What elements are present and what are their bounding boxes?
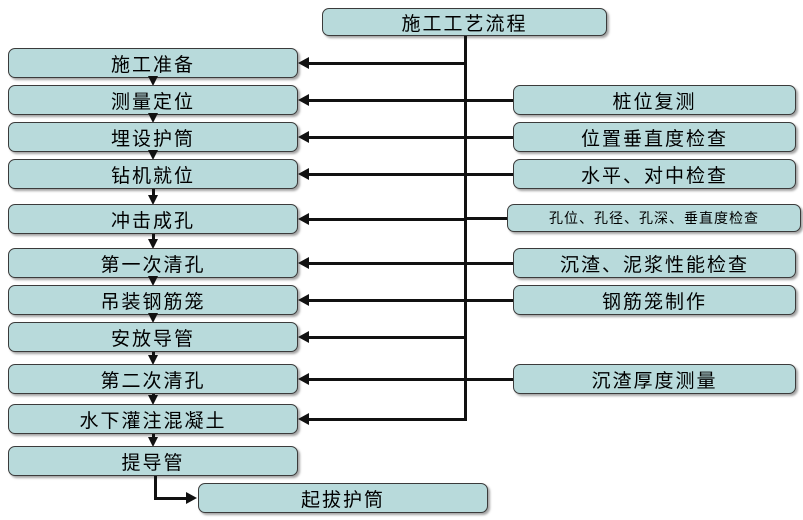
quality-check-label: 沉渣、泥浆性能检查 — [559, 253, 749, 276]
final-step-node: 起拔护筒 — [198, 483, 488, 513]
feedback-arrowhead — [298, 168, 309, 180]
bottom-connector-arrowhead — [186, 492, 197, 504]
step-connector-arrowhead — [147, 313, 158, 323]
feedback-arrowhead — [298, 294, 309, 306]
check-stub-line — [464, 98, 513, 102]
step-connector-line — [151, 189, 155, 196]
bottom-connector-vertical — [153, 476, 157, 498]
process-step-node: 吊装钢筋笼 — [8, 285, 298, 315]
process-step-node: 测量定位 — [8, 85, 298, 115]
process-step-node: 第二次清孔 — [8, 364, 298, 394]
feedback-line — [308, 417, 466, 421]
feedback-line — [308, 98, 466, 102]
process-step-node: 埋设护筒 — [8, 122, 298, 152]
quality-check-node: 桩位复测 — [513, 85, 796, 115]
flowchart-title-label: 施工工艺流程 — [401, 12, 528, 35]
feedback-line — [308, 135, 466, 139]
quality-check-label: 孔位、孔径、孔深、垂直度检查 — [549, 211, 759, 227]
quality-check-label: 桩位复测 — [612, 90, 697, 113]
feedback-arrowhead — [298, 373, 309, 385]
process-step-label: 安放导管 — [110, 327, 195, 350]
quality-check-label: 钢筋笼制作 — [601, 290, 707, 313]
process-step-node: 施工准备 — [8, 48, 298, 78]
process-step-node: 提导管 — [8, 446, 298, 476]
quality-check-label: 位置垂直度检查 — [580, 127, 728, 150]
quality-check-node: 水平、对中检查 — [513, 159, 796, 189]
feedback-line — [308, 61, 466, 65]
feedback-arrowhead — [298, 131, 309, 143]
feedback-arrowhead — [298, 213, 309, 225]
quality-check-label: 沉渣厚度测量 — [591, 369, 718, 392]
main-trunk-line — [464, 36, 467, 421]
feedback-arrowhead — [298, 257, 309, 269]
step-connector-line — [151, 434, 155, 438]
feedback-line — [308, 217, 466, 221]
check-stub-line — [464, 261, 513, 265]
flowchart-title-node: 施工工艺流程 — [322, 8, 607, 36]
process-step-node: 安放导管 — [8, 322, 298, 352]
check-stub-line — [464, 377, 513, 381]
process-step-label: 水下灌注混凝土 — [79, 409, 227, 432]
quality-check-node: 沉渣厚度测量 — [513, 364, 796, 394]
step-connector-line — [151, 352, 155, 356]
process-step-label: 提导管 — [121, 451, 185, 474]
process-step-label: 冲击成孔 — [110, 209, 195, 232]
step-connector-arrowhead — [147, 395, 158, 405]
quality-check-node: 位置垂直度检查 — [513, 122, 796, 152]
step-connector-line — [151, 234, 155, 240]
quality-check-node: 沉渣、泥浆性能检查 — [513, 248, 796, 278]
step-connector-arrowhead — [147, 355, 158, 365]
quality-check-label: 水平、对中检查 — [580, 164, 728, 187]
check-stub-line — [464, 135, 513, 139]
feedback-line — [308, 298, 466, 302]
feedback-line — [308, 335, 466, 339]
step-connector-arrowhead — [147, 76, 158, 86]
feedback-arrowhead — [298, 331, 309, 343]
feedback-arrowhead — [298, 57, 309, 69]
process-step-node: 第一次清孔 — [8, 248, 298, 278]
final-step-label: 起拔护筒 — [300, 488, 385, 511]
process-step-label: 钻机就位 — [110, 164, 195, 187]
process-step-node: 水下灌注混凝土 — [8, 404, 298, 434]
step-connector-arrowhead — [147, 239, 158, 249]
step-connector-arrowhead — [147, 437, 158, 447]
step-connector-arrowhead — [147, 150, 158, 160]
check-stub-line — [464, 216, 507, 220]
process-step-label: 埋设护筒 — [110, 127, 195, 150]
process-step-label: 测量定位 — [110, 90, 195, 113]
bottom-connector-horizontal — [153, 496, 187, 500]
step-connector-arrowhead — [147, 276, 158, 286]
quality-check-node: 钢筋笼制作 — [513, 285, 796, 315]
check-stub-line — [464, 298, 513, 302]
feedback-line — [308, 172, 466, 176]
process-step-label: 施工准备 — [110, 53, 195, 76]
feedback-line — [308, 377, 466, 381]
process-step-label: 第一次清孔 — [100, 253, 206, 276]
process-step-label: 第二次清孔 — [100, 369, 206, 392]
process-step-node: 钻机就位 — [8, 159, 298, 189]
feedback-arrowhead — [298, 94, 309, 106]
check-stub-line — [464, 172, 513, 176]
process-step-label: 吊装钢筋笼 — [100, 290, 206, 313]
quality-check-node: 孔位、孔径、孔深、垂直度检查 — [507, 204, 801, 232]
step-connector-arrowhead — [147, 195, 158, 205]
step-connector-arrowhead — [147, 113, 158, 123]
process-step-node: 冲击成孔 — [8, 204, 298, 234]
feedback-line — [308, 261, 466, 265]
feedback-arrowhead — [298, 413, 309, 425]
